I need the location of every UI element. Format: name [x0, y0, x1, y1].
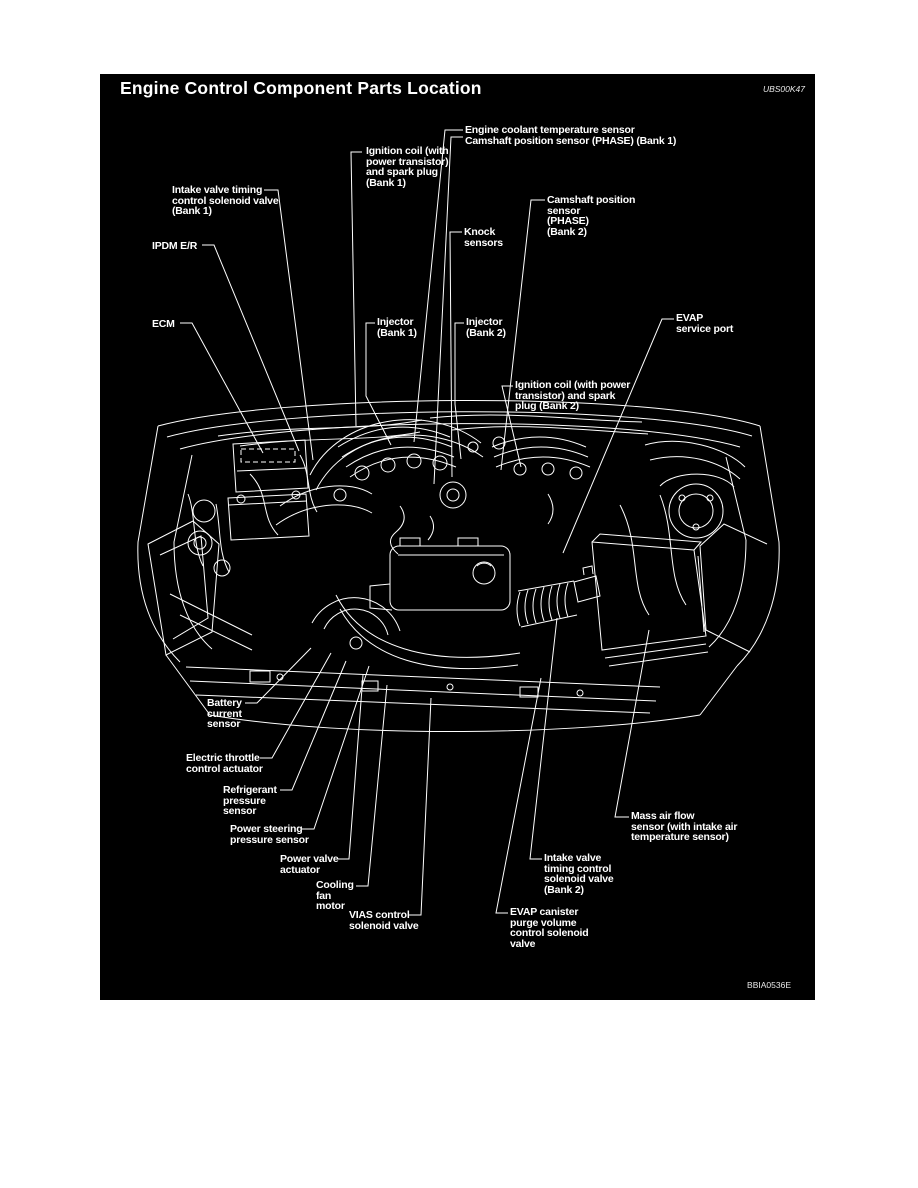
label-intake-valve-timing-bank1: Intake valve timing control solenoid val… — [172, 184, 279, 217]
leader-battery-current-sensor — [245, 647, 312, 704]
label-cooling-fan-motor: Cooling fan motor — [316, 879, 354, 912]
leader-mass-air-flow-sensor — [614, 629, 650, 818]
leader-evap-canister-purge-solenoid — [495, 677, 542, 914]
leader-ecm — [180, 322, 264, 454]
leader-intake-valve-timing-bank2 — [529, 617, 558, 860]
label-ecm: ECM — [152, 318, 175, 330]
leader-camshaft-position-bank2 — [500, 199, 545, 471]
engine-bay-illustration — [137, 129, 780, 916]
leader-engine-coolant-temp — [413, 129, 463, 443]
diagram-panel: Engine Control Component Parts Location … — [100, 73, 815, 1000]
label-refrigerant-pressure-sensor: Refrigerant pressure sensor — [223, 784, 277, 817]
leader-ignition-coil-bank1 — [350, 151, 362, 427]
label-power-steering-pressure-sensor: Power steering pressure sensor — [230, 823, 309, 846]
leader-cooling-fan-motor — [356, 684, 388, 887]
leader-power-valve-actuator — [337, 674, 364, 860]
label-ipdm-er: IPDM E/R — [152, 240, 198, 252]
label-knock-sensors: Knock sensors — [464, 226, 503, 249]
leader-injector-bank2 — [454, 322, 464, 460]
label-evap-service-port: EVAP service port — [676, 312, 734, 335]
leader-knock-sensors — [449, 231, 462, 478]
leader-intake-valve-timing-bank1 — [264, 189, 314, 461]
label-evap-canister-purge-solenoid: EVAP canister purge volume control solen… — [510, 906, 589, 950]
label-intake-valve-timing-bank2: Intake valve timing control solenoid val… — [544, 852, 614, 896]
leader-evap-service-port — [562, 318, 674, 554]
leader-electric-throttle-actuator — [260, 652, 332, 759]
label-vias-control-solenoid: VIAS control solenoid valve — [349, 909, 419, 932]
label-ignition-coil-bank1: Ignition coil (with power transistor) an… — [366, 145, 449, 189]
leader-injector-bank1 — [365, 322, 392, 446]
leader-lines — [180, 129, 674, 916]
label-injector-bank1: Injector (Bank 1) — [377, 316, 417, 339]
leader-power-steering-pressure-sensor — [302, 665, 370, 830]
figure-code-top-right: UBS00K47 — [762, 84, 805, 94]
label-injector-bank2: Injector (Bank 2) — [466, 316, 506, 339]
figure-code-bottom-right: BBIA0536E — [747, 980, 791, 990]
leader-camshaft-b1 — [433, 136, 463, 485]
label-battery-current-sensor: Battery current sensor — [207, 697, 242, 730]
label-electric-throttle-actuator: Electric throttle control actuator — [186, 752, 263, 775]
label-ignition-coil-bank2: Ignition coil (with power transistor) an… — [515, 379, 631, 412]
label-mass-air-flow-sensor: Mass air flow sensor (with intake air te… — [631, 810, 738, 843]
page-title: Engine Control Component Parts Location — [120, 78, 482, 98]
leader-vias-control-solenoid — [409, 697, 432, 916]
label-engine-coolant-temp-and-camshaft-b1: Engine coolant temperature sensor Camsha… — [465, 124, 677, 147]
leader-refrigerant-pressure-sensor — [280, 660, 347, 791]
label-camshaft-position-bank2: Camshaft position sensor (PHASE) (Bank 2… — [547, 194, 636, 238]
leader-ignition-coil-bank2 — [501, 385, 522, 468]
label-power-valve-actuator: Power valve actuator — [280, 853, 339, 876]
engine-line-art — [137, 399, 780, 733]
leader-ipdm-er — [202, 244, 300, 452]
